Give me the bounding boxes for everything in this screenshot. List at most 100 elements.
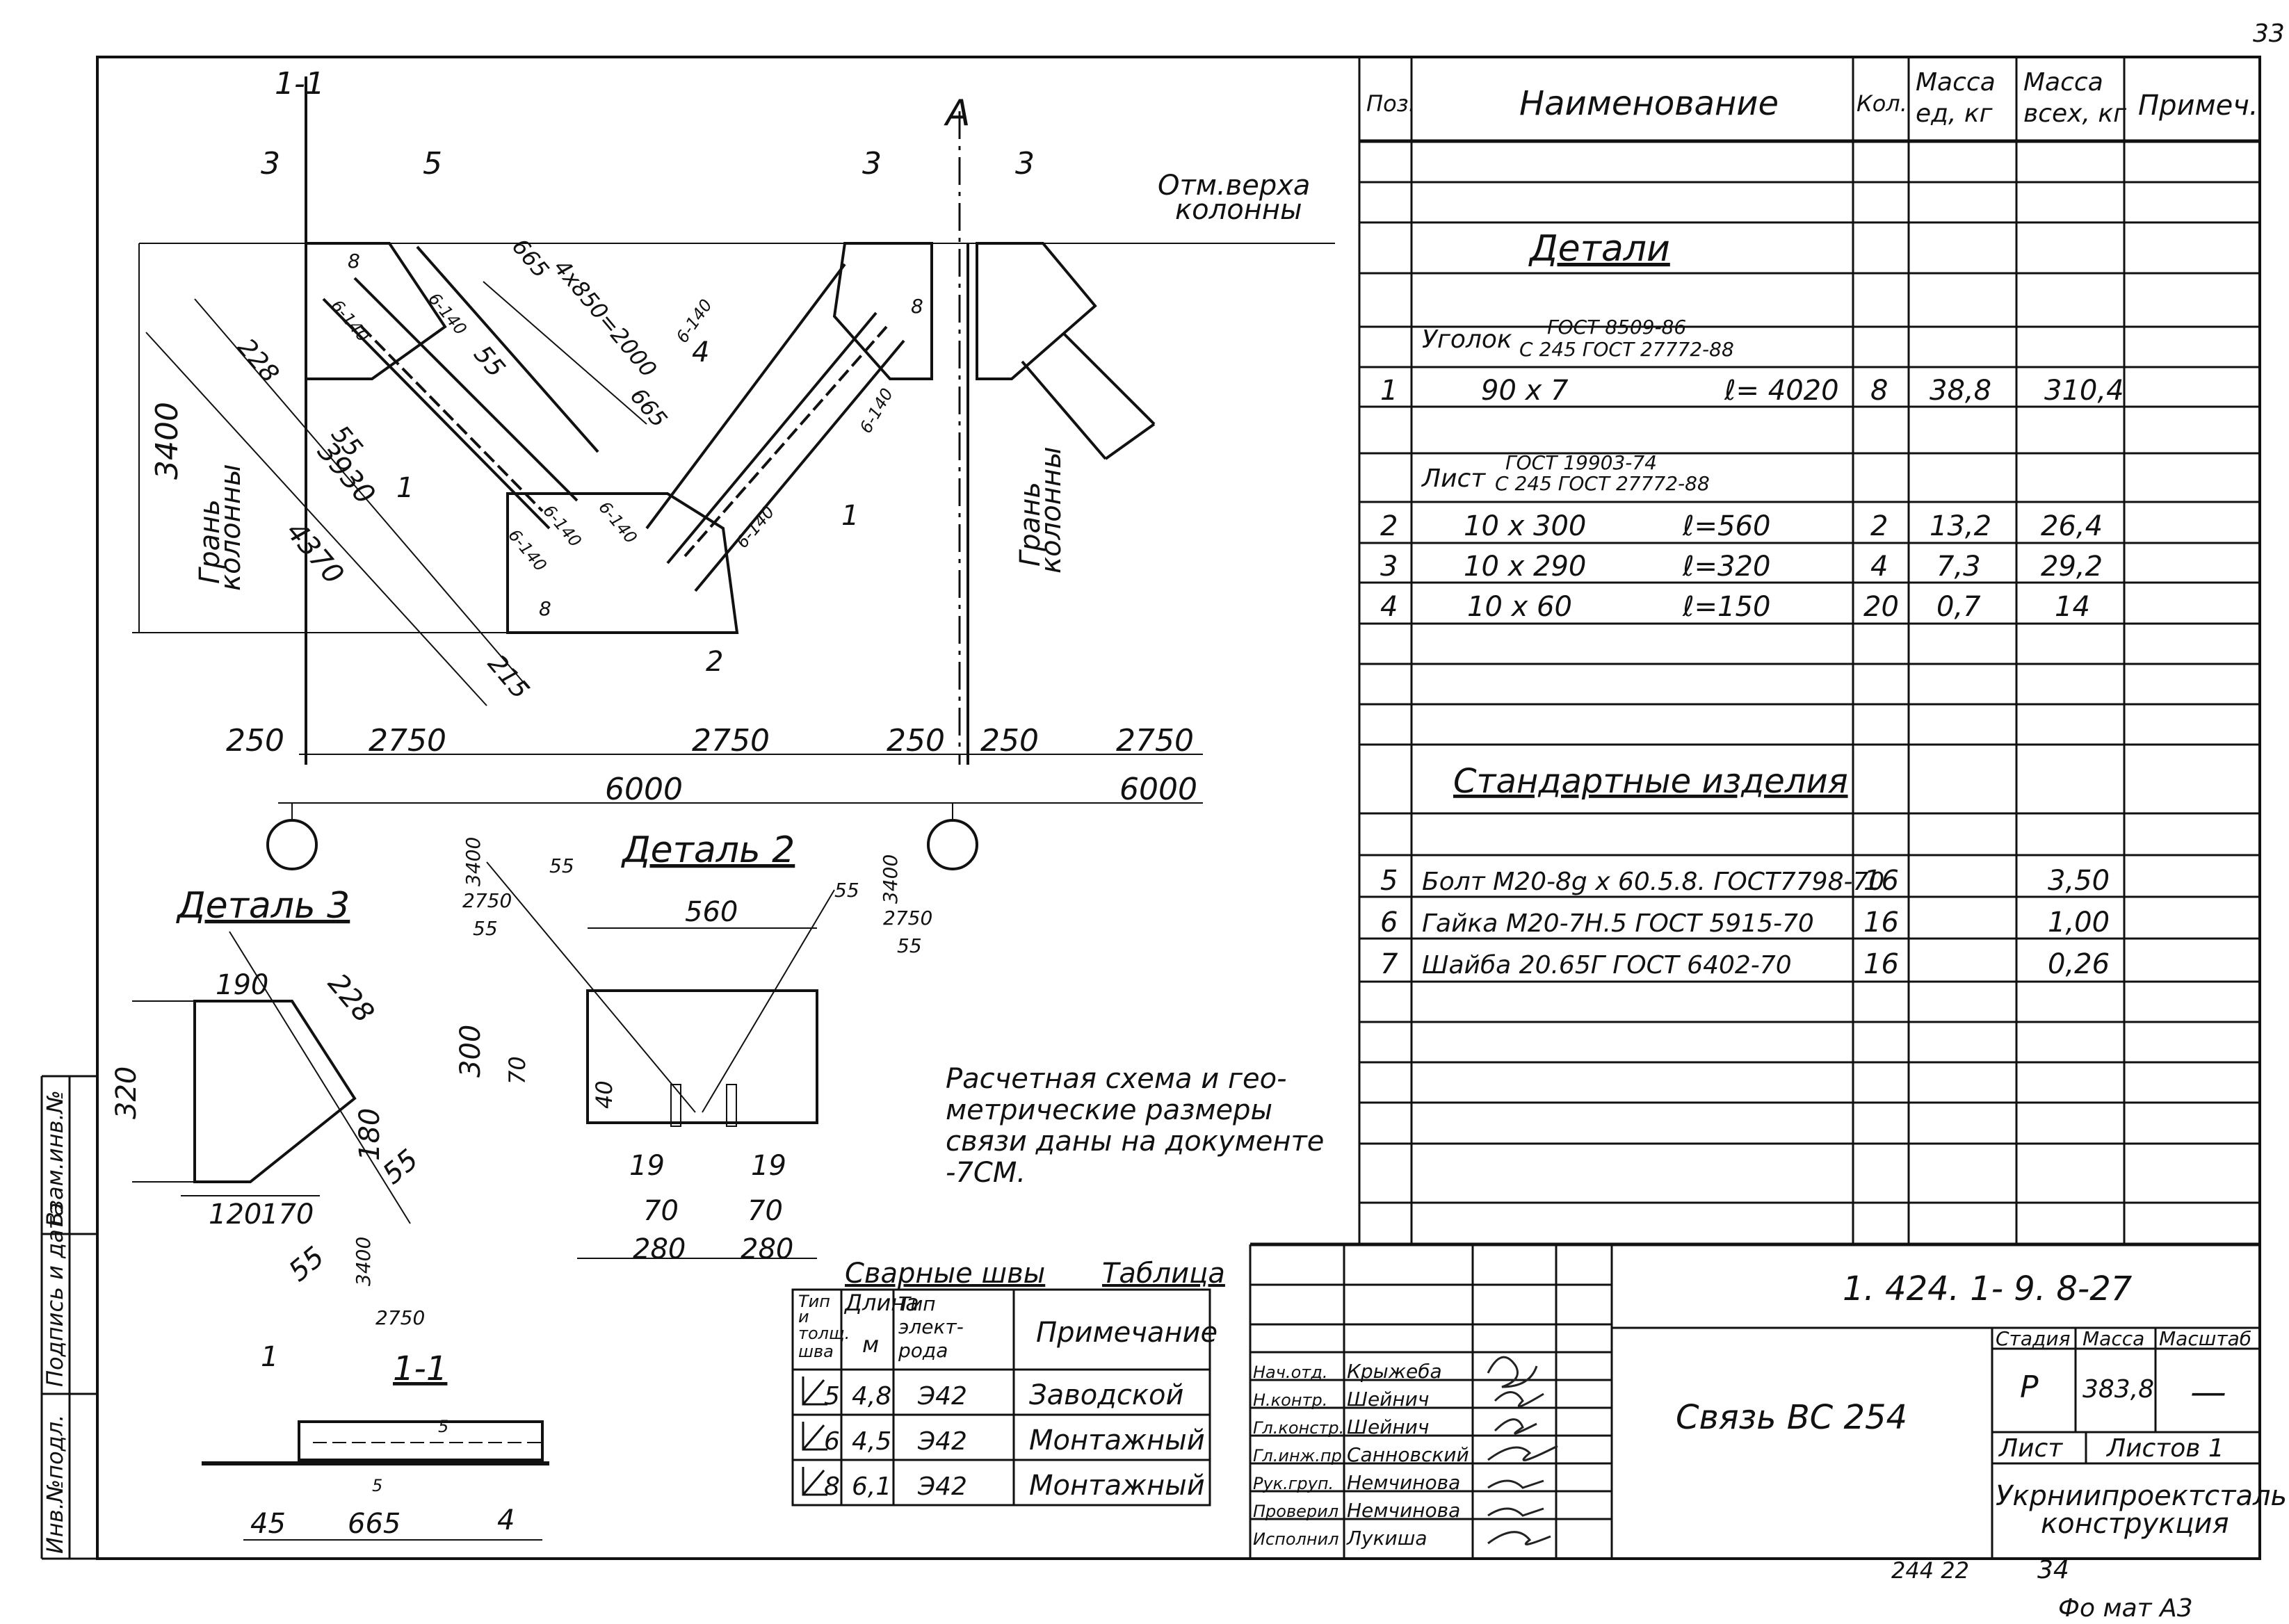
spec-cell-mass-all: 3,50: [2048, 865, 2110, 897]
tb-person: Немчинова: [1347, 1499, 1460, 1522]
detail2-dim: 70: [504, 1056, 531, 1085]
note-line: -7СМ.: [946, 1157, 1026, 1189]
tb-role: Проверил: [1253, 1502, 1338, 1521]
section11-dim: 5: [372, 1476, 382, 1495]
pos-label: 8: [348, 250, 360, 273]
weld-table-label: Таблица: [1102, 1258, 1225, 1290]
section11-dim: 45: [250, 1508, 286, 1540]
format-label: Фо мат А3: [2058, 1594, 2193, 1623]
spec-cell-name: 10 х 60: [1467, 591, 1572, 623]
dim-4370: 4370: [280, 516, 350, 591]
face-label: Грань: [194, 499, 226, 584]
dim-2750: 2750: [1116, 723, 1194, 758]
dim-250: 250: [887, 723, 945, 758]
spec-cell-name: 90 х 7: [1481, 375, 1569, 407]
top-mark-label: Отм.верха: [1158, 170, 1310, 202]
tb-person: Лукиша: [1346, 1527, 1427, 1550]
weld-header-type: и: [798, 1307, 809, 1326]
weld-header-length2: м: [862, 1331, 879, 1358]
detail2-dim: 40: [591, 1080, 617, 1109]
detail3-dim: 55: [283, 1241, 331, 1288]
detail3-dim: 190: [216, 969, 268, 1001]
stage-value: Р: [2020, 1370, 2039, 1405]
spec-cell-mass-unit: 13,2: [1930, 510, 1991, 542]
spec-sheet-label: Лист: [1421, 464, 1486, 493]
section11-pos: 1: [261, 1341, 278, 1373]
bolt-label: 6-140: [424, 289, 470, 339]
tb-person: Немчинова: [1347, 1471, 1460, 1494]
weld-symbols: [802, 1377, 827, 1496]
footer-left: 244 22: [1891, 1557, 1969, 1584]
tb-person: Шейнич: [1347, 1415, 1429, 1438]
spec-cell-mass-all: 26,4: [2041, 510, 2103, 542]
org-name: Укрниипроектсталь: [1996, 1480, 2287, 1512]
weld-cell-electrode: Э42: [917, 1427, 967, 1456]
detail2-title: Деталь 2: [621, 829, 795, 871]
section11-dim: 5: [438, 1417, 448, 1436]
mass-label: Масса: [2082, 1327, 2144, 1350]
spec-section-std: Стандартные изделия: [1453, 762, 1848, 801]
tb-role: Нач.отд.: [1253, 1363, 1327, 1382]
section11-pos: 4: [497, 1504, 515, 1536]
detail2-dim: 280: [741, 1233, 793, 1265]
spec-cell-mass-unit: 38,8: [1930, 375, 1991, 407]
drawing-name: Связь ВС 254: [1676, 1398, 1907, 1437]
detail2-dim: 2750: [462, 889, 512, 912]
weld-cell-electrode: Э42: [917, 1382, 967, 1411]
scale-value: —: [2190, 1372, 2226, 1413]
detail2-dim: 2750: [883, 907, 932, 929]
mass-value: 383,8: [2082, 1375, 2154, 1404]
face-label-right: Грань: [1014, 482, 1046, 567]
weld-header-type: Тип: [798, 1292, 830, 1311]
weld-cell-length: 6,1: [852, 1472, 891, 1501]
detail3-dim: 170: [261, 1199, 314, 1231]
pos-label: 1: [841, 500, 859, 532]
sheet-frame: [96, 56, 2261, 1560]
spec-cell-mass-all: 14: [2055, 591, 2090, 623]
weld-cell-electrode: Э42: [917, 1472, 967, 1501]
weld-cell-note: Монтажный: [1029, 1470, 1205, 1502]
spec-cell-qty: 16: [1863, 907, 1899, 939]
weld-title: Сварные швы: [845, 1258, 1045, 1290]
spec-header-pos: Поз.: [1366, 90, 1416, 117]
top-mark-label2: колонны: [1175, 194, 1302, 226]
signatures: [1487, 1356, 1558, 1545]
spec-cell-pos: 4: [1380, 591, 1398, 623]
stage-label: Стадия: [1996, 1327, 2070, 1350]
detail2-view: [486, 861, 835, 1259]
weld-cell-type: 8: [824, 1472, 840, 1501]
weld-header-electrode2: элект-: [898, 1315, 964, 1338]
axis-circle-right: [927, 819, 978, 870]
section11-view: [202, 1420, 549, 1541]
detail3-dim: 2750: [375, 1306, 425, 1329]
spec-cell-qty: 20: [1863, 591, 1899, 623]
footer-right: 34: [2037, 1556, 2069, 1584]
note-line: метрические размеры: [946, 1094, 1272, 1126]
detail3-dim: 3400: [352, 1237, 375, 1286]
weld-table-grid: [791, 1288, 1211, 1507]
pos-label: 5: [423, 146, 442, 181]
org-name2: конструкция: [2041, 1508, 2229, 1540]
spec-header-mass-all2: всех, кг: [2023, 99, 2127, 128]
pos-label: 3: [261, 146, 280, 181]
spec-cell-name: Гайка М20-7Н.5 ГОСТ 5915-70: [1422, 909, 1814, 938]
spec-cell-pos: 1: [1380, 375, 1398, 407]
spec-angle-std: ГОСТ 8509-86: [1547, 316, 1686, 339]
bolt-label: 6-140: [327, 296, 373, 346]
dim-6000: 6000: [605, 772, 683, 807]
weld-cell-note: Заводской: [1029, 1379, 1183, 1411]
pos-label: 2: [706, 646, 723, 678]
detail2-dim: 70: [747, 1195, 783, 1227]
axis-circle-left: [266, 819, 318, 870]
detail2-dim: 280: [633, 1233, 686, 1265]
spec-header-qty: Кол.: [1857, 90, 1907, 117]
main-view: [132, 76, 1335, 804]
detail2-dim: 19: [751, 1150, 786, 1182]
title-block-grid: [1249, 1242, 2260, 1559]
side-stamp-label: Подпись и дата: [42, 1203, 68, 1387]
detail3-view: [132, 931, 411, 1224]
dim-6000: 6000: [1119, 772, 1197, 807]
dim-215: 215: [482, 649, 535, 704]
spec-header-name: Наименование: [1519, 84, 1779, 123]
section11-title: 1-1: [393, 1349, 447, 1388]
